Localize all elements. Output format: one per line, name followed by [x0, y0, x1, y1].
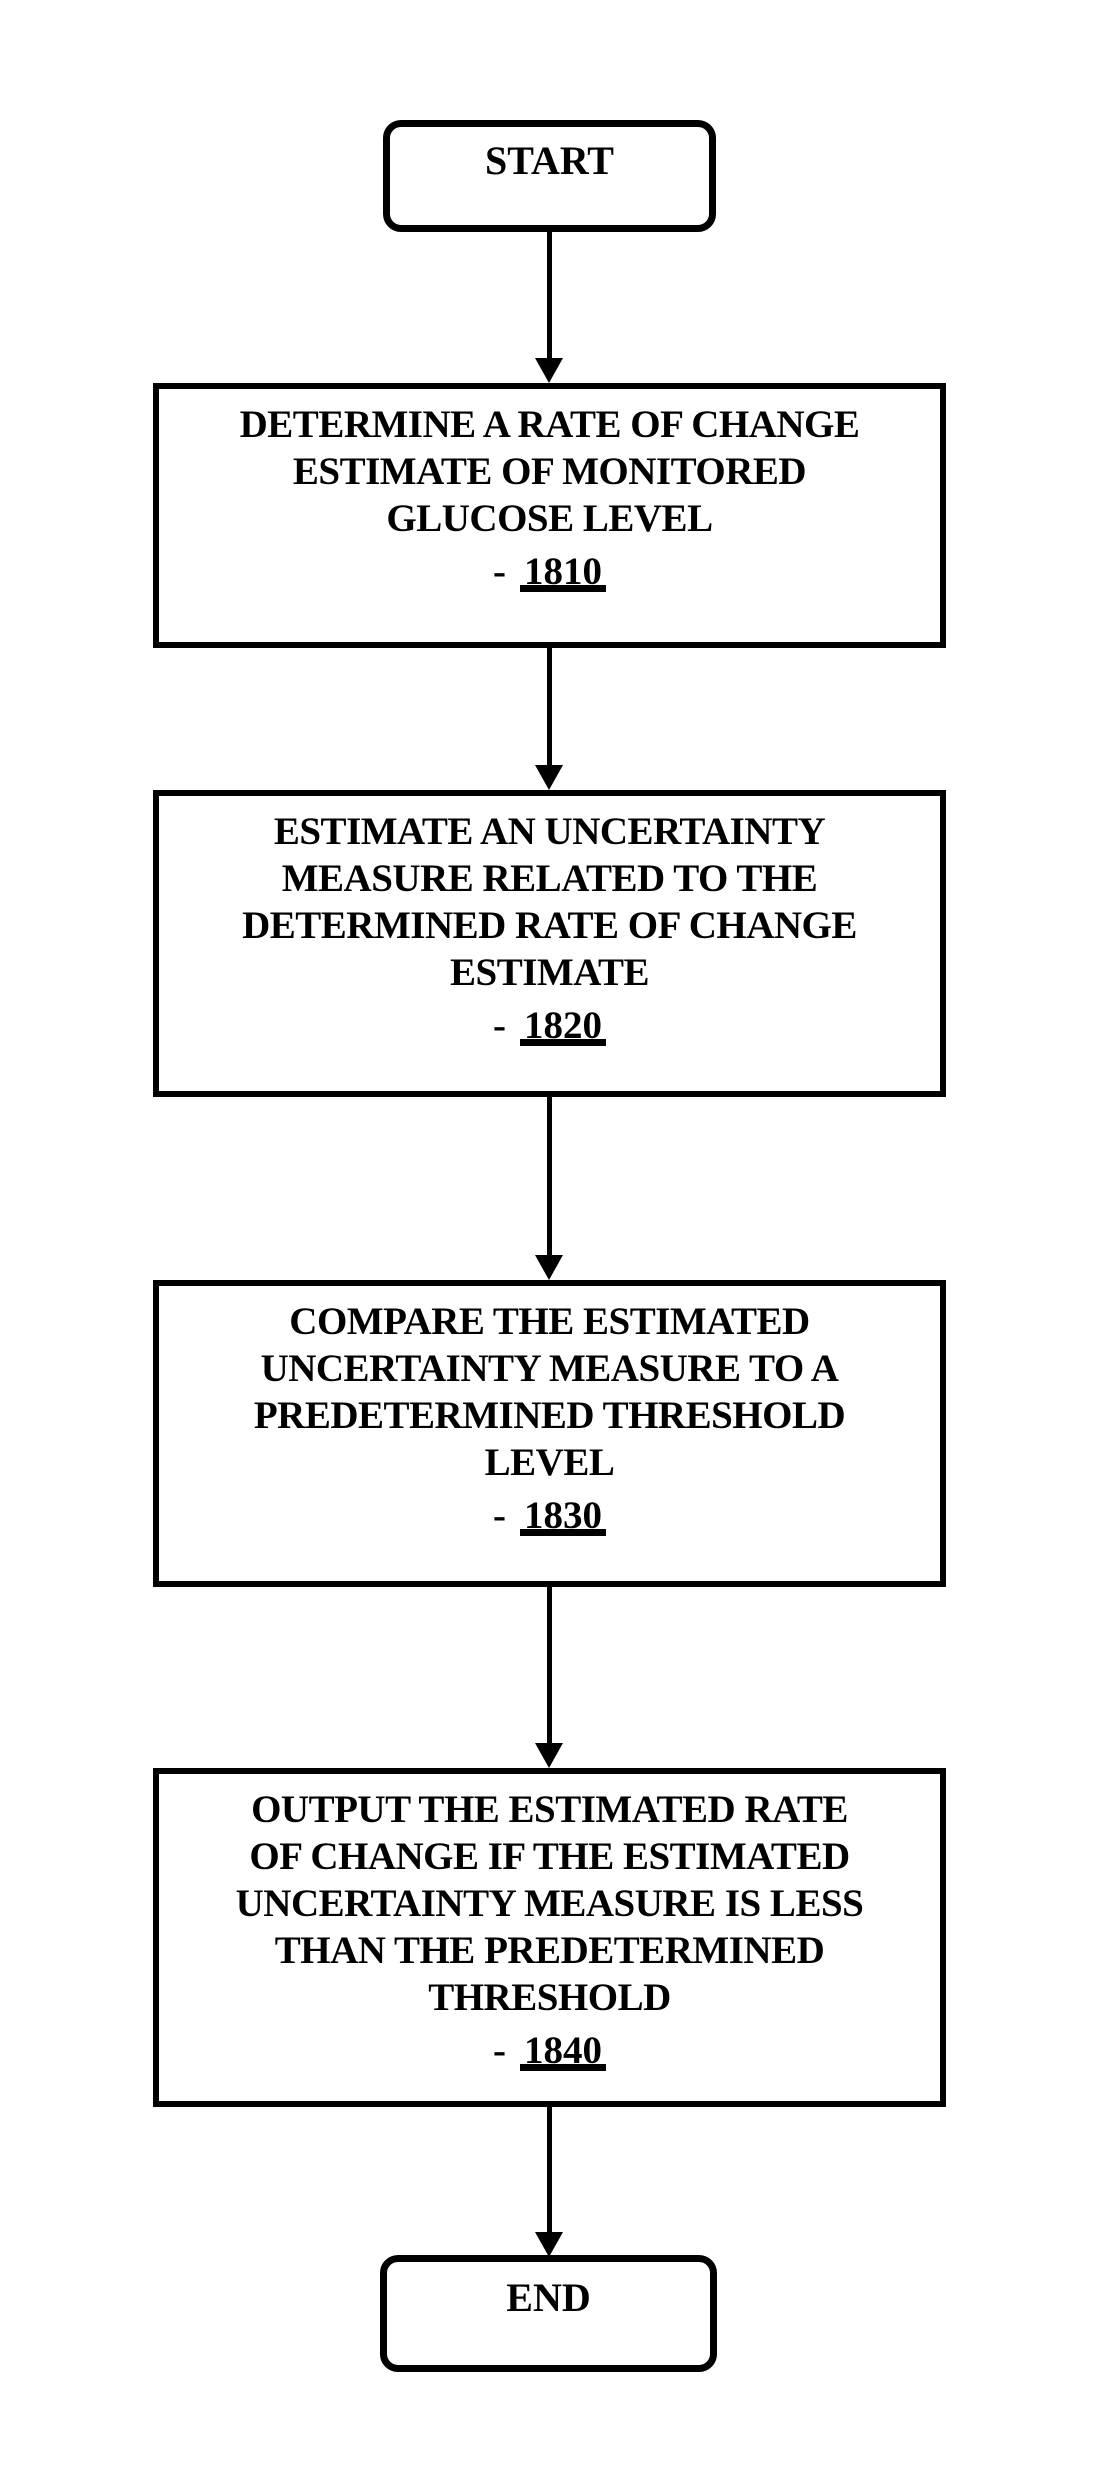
flowchart-node-1830: COMPARE THE ESTIMATED UNCERTAINTY MEASUR…	[153, 1280, 946, 1587]
ref-line-1840: -1840	[159, 2027, 940, 2074]
ref-dash: -	[493, 1494, 506, 1537]
flow-arrow-1830-to-1840	[535, 1585, 563, 1768]
flowchart-node-1810: DETERMINE A RATE OF CHANGE ESTIMATE OF M…	[153, 383, 946, 648]
flow-arrow-1810-to-1820	[535, 646, 563, 790]
ref-line-1820: -1820	[159, 1002, 940, 1049]
node-label-1830: COMPARE THE ESTIMATED UNCERTAINTY MEASUR…	[253, 1300, 846, 1484]
node-label-start: START	[484, 138, 614, 183]
arrow-shaft	[546, 1585, 552, 1743]
node-label-1810: DETERMINE A RATE OF CHANGE ESTIMATE OF M…	[239, 403, 860, 540]
ref-number: 1840	[520, 2027, 606, 2072]
ref-dash: -	[493, 550, 506, 593]
arrow-shaft	[546, 230, 552, 358]
flowchart-node-1820: ESTIMATE AN UNCERTAINTY MEASURE RELATED …	[153, 790, 946, 1097]
ref-line-1810: -1810	[159, 548, 940, 595]
flow-arrow-1820-to-1830	[535, 1095, 563, 1280]
ref-dash: -	[493, 2029, 506, 2072]
arrowhead-down-icon	[535, 1743, 563, 1768]
flowchart-node-end: END	[380, 2255, 717, 2372]
flowchart-node-1840: OUTPUT THE ESTIMATED RATE OF CHANGE IF T…	[153, 1768, 946, 2107]
arrowhead-down-icon	[535, 358, 563, 383]
ref-number: 1830	[520, 1492, 606, 1537]
node-label-1820: ESTIMATE AN UNCERTAINTY MEASURE RELATED …	[242, 810, 857, 994]
arrow-shaft	[546, 646, 552, 765]
node-label-end: END	[506, 2275, 591, 2320]
arrowhead-down-icon	[535, 765, 563, 790]
ref-dash: -	[493, 1004, 506, 1047]
ref-number: 1810	[520, 548, 606, 593]
flow-arrow-start-to-1810	[535, 230, 563, 383]
arrow-shaft	[546, 2105, 552, 2232]
arrow-shaft	[546, 1095, 552, 1255]
ref-number: 1820	[520, 1002, 606, 1047]
ref-line-1830: -1830	[159, 1492, 940, 1539]
node-label-1840: OUTPUT THE ESTIMATED RATE OF CHANGE IF T…	[235, 1788, 864, 2019]
arrowhead-down-icon	[535, 2232, 563, 2257]
flowchart-node-start: START	[383, 120, 716, 232]
flow-arrow-1840-to-end	[535, 2105, 563, 2257]
arrowhead-down-icon	[535, 1255, 563, 1280]
